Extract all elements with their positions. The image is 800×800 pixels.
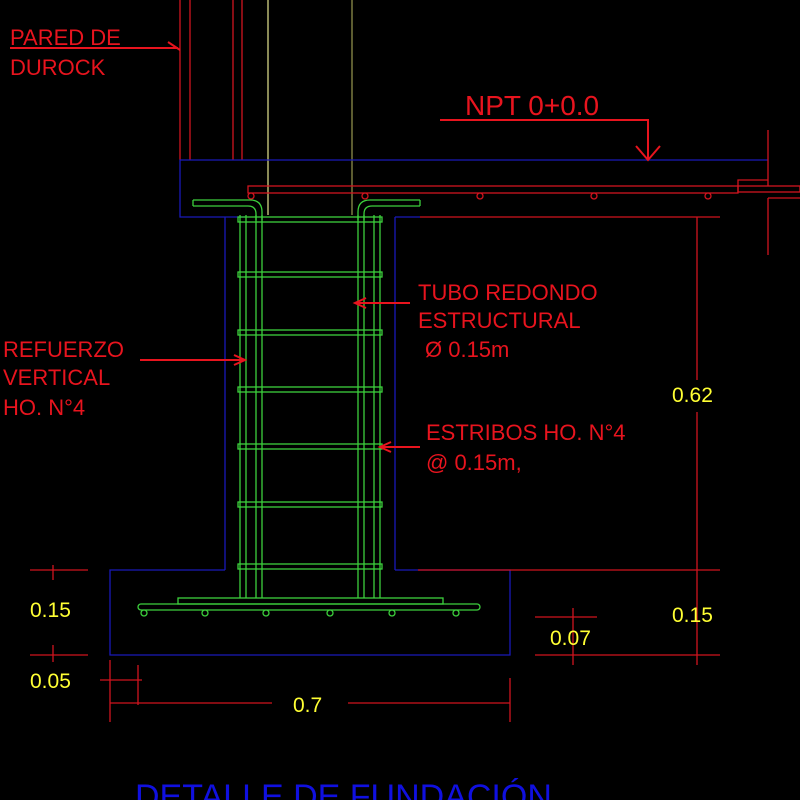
dim-lean-layer: 0.05: [30, 670, 71, 693]
level-label: NPT 0+0.0: [465, 90, 599, 121]
footing-rebar-dots: [140, 609, 460, 617]
slab-rebar-dots: [247, 192, 712, 200]
dimension-lines: [30, 216, 720, 722]
rebar-label: REFUERZO: [3, 337, 124, 362]
stirrups: [237, 216, 383, 570]
stirrups-label: ESTRIBOS HO. N°4: [426, 420, 626, 445]
leader-lines: [10, 41, 661, 453]
floor-slab: [179, 130, 800, 255]
dim-footing-width: 0.7: [293, 694, 322, 717]
durock-wall: [179, 0, 353, 215]
wall-label: DUROCK: [10, 55, 106, 80]
tube-label: TUBO REDONDO: [418, 280, 598, 305]
tube-label: Ø 0.15m: [425, 337, 509, 362]
rebar-label: HO. N°4: [3, 395, 85, 420]
dim-footing-height-left: 0.15: [30, 599, 71, 622]
dim-cover: 0.07: [550, 627, 591, 650]
stirrups-label: @ 0.15m,: [426, 450, 522, 475]
drawing-title: DETALLE DE FUNDACIÓN: [135, 778, 552, 800]
dim-footing-height-right: 0.15: [672, 604, 713, 627]
rebar-cage: [137, 199, 481, 617]
tube-label: ESTRUCTURAL: [418, 308, 581, 333]
dim-column-height: 0.62: [672, 384, 713, 407]
rebar-label: VERTICAL: [3, 365, 110, 390]
wall-label: PARED DE: [10, 25, 121, 50]
